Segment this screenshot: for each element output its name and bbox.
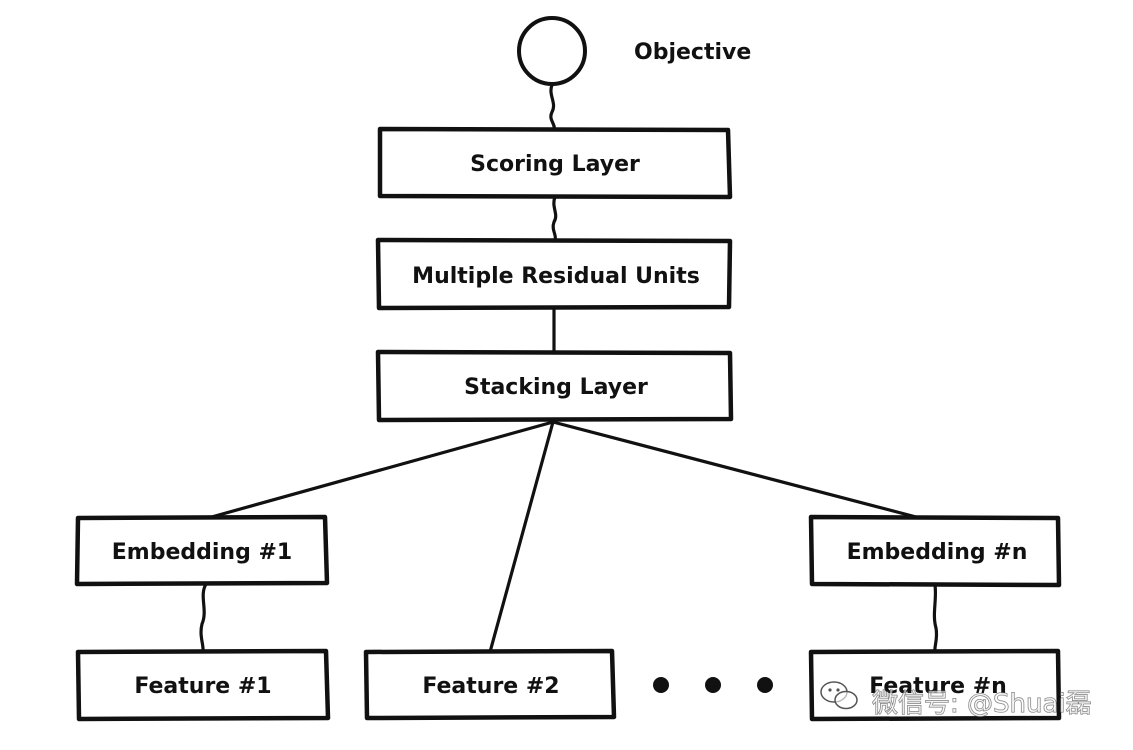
ellipsis-dots: [653, 677, 773, 693]
ellipsis-dot-2: [705, 677, 721, 693]
objective-node: Objective: [517, 16, 751, 86]
edges: [199, 83, 939, 654]
feature-n-label: Feature #n: [869, 674, 1007, 699]
feature-1-box: Feature #1: [75, 648, 331, 722]
stacking-layer-box: Stacking Layer: [375, 349, 734, 423]
feature-n-outline: [808, 648, 1062, 722]
ellipsis-dot-1: [653, 677, 669, 693]
edge-embedding-n-feature-n: [932, 583, 939, 654]
embedding-1-label: Embedding #1: [112, 540, 292, 565]
edge-stacking-embedding-n: [551, 420, 922, 520]
objective-circle-icon: [517, 16, 587, 86]
edge-scoring-residual: [551, 195, 558, 242]
residual-units-label: Multiple Residual Units: [412, 264, 700, 289]
feature-2-outline: [363, 648, 617, 721]
stacking-layer-outline: [375, 349, 734, 423]
residual-units-box: Multiple Residual Units: [375, 237, 733, 311]
watermark: 微信号: @Shuai磊: [820, 681, 1092, 720]
scoring-layer-box: Scoring Layer: [377, 126, 733, 200]
scoring-layer-label: Scoring Layer: [470, 152, 640, 177]
embedding-n-box: Embedding #n: [808, 514, 1062, 588]
feature-2-box: Feature #2: [363, 648, 617, 721]
edge-stacking-embedding-1: [206, 420, 555, 520]
watermark-text: 微信号: @Shuai磊: [872, 689, 1092, 719]
embedding-n-label: Embedding #n: [847, 540, 1028, 565]
feature-1-outline: [75, 648, 331, 722]
edge-objective-scoring: [549, 83, 556, 132]
embedding-1-outline: [74, 514, 330, 587]
scoring-layer-outline: [377, 126, 733, 200]
wechat-icon: [820, 681, 858, 710]
objective-label: Objective: [634, 40, 751, 65]
feature-1-label: Feature #1: [134, 674, 271, 699]
feature-n-box: Feature #n: [808, 648, 1062, 722]
edge-stacking-feature-2: [488, 420, 555, 654]
edge-embedding-1-feature-1: [199, 582, 208, 654]
embedding-n-outline: [808, 514, 1062, 588]
feature-2-label: Feature #2: [422, 674, 559, 699]
embedding-1-box: Embedding #1: [74, 514, 330, 587]
stacking-layer-label: Stacking Layer: [464, 375, 648, 400]
residual-units-outline: [375, 237, 733, 311]
ellipsis-dot-3: [757, 677, 773, 693]
